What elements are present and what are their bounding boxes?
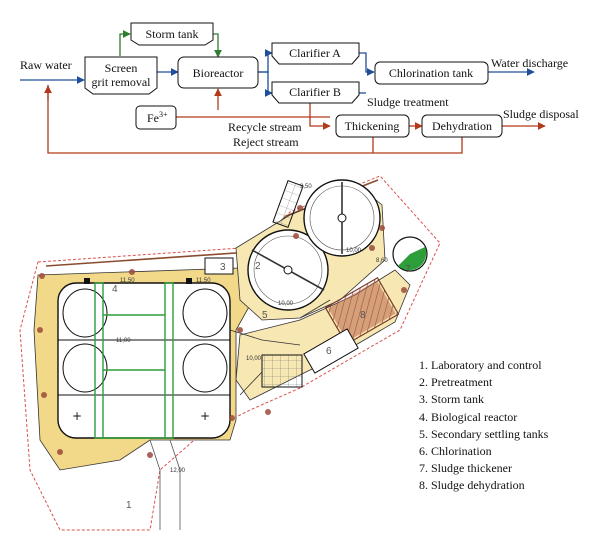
legend-item: 6. Chlorination <box>419 444 492 459</box>
elevation-label: 12,00 <box>170 468 186 474</box>
chlorination-tank-label: Chlorination tank <box>389 66 473 80</box>
legend-item: 7. Sludge thickener <box>419 461 512 476</box>
plan-number: 2 <box>255 261 261 272</box>
storm-flow-lines <box>119 30 222 58</box>
bioreactor-box <box>177 56 259 89</box>
main-flow-lines <box>20 49 535 100</box>
water-discharge-label: Water discharge <box>491 56 568 70</box>
laboratory-building <box>261 354 303 388</box>
dehydration-label: Dehydration <box>432 119 492 133</box>
elevation-label: 10,00 <box>246 356 262 362</box>
screen-grit-box <box>84 56 158 95</box>
clarifier-b-box <box>271 81 360 104</box>
dehydration-box <box>421 114 503 138</box>
secondary-settling-tanks <box>247 179 381 311</box>
grit-removal-label: grit removal <box>92 75 152 89</box>
elevation-label: 10,00 <box>278 301 294 307</box>
clarifier-b-label: Clarifier B <box>289 85 341 99</box>
bioreactor-label: Bioreactor <box>193 66 244 80</box>
svg-text:+: + <box>200 409 210 423</box>
legend-item: 8. Sludge dehydration <box>419 478 525 493</box>
storm-tank-box <box>130 22 214 46</box>
plan-number: 6 <box>326 346 332 357</box>
elevation-label: 11,50 <box>120 278 135 284</box>
roof-infill <box>328 280 396 342</box>
flow-diagram: Raw water Screen grit removal Storm tank… <box>20 22 579 154</box>
thickening-box <box>335 114 410 138</box>
fe-label: Fe3+ <box>147 110 168 125</box>
raw-water-label: Raw water <box>20 58 72 72</box>
elevation-label: 9,50 <box>300 184 312 190</box>
legend-item: 1. Laboratory and control <box>419 358 542 372</box>
recycle-stream-label: Recycle stream <box>228 120 302 134</box>
legend-item: 2. Pretreatment <box>419 375 493 390</box>
screen-label: Screen <box>105 61 138 75</box>
sludge-flow-lines <box>44 85 546 154</box>
elevation-label: 11,00 <box>116 338 131 344</box>
plan-number: 7 <box>405 264 411 275</box>
reject-stream-label: Reject stream <box>233 135 299 149</box>
sludge-disposal-label: Sludge disposal <box>503 107 579 121</box>
plan-number: 3 <box>220 262 226 273</box>
plan-numbers: 1 2 3 4 5 6 7 8 <box>112 261 411 511</box>
sludge-thickener-fill <box>398 247 427 271</box>
interconnect-pipes <box>229 299 331 396</box>
plan-number: 5 <box>262 310 268 321</box>
trees <box>37 205 407 458</box>
clarifier-a-box <box>271 42 360 65</box>
legend: 1. Laboratory and control 2. Pretreatmen… <box>419 357 599 495</box>
fe-box <box>135 105 177 130</box>
plan-number: 4 <box>112 284 118 295</box>
sludge-treatment-label: Sludge treatment <box>367 95 449 109</box>
elevation-label: 8,60 <box>376 258 388 264</box>
plan-number: 8 <box>360 310 366 321</box>
thickening-label: Thickening <box>345 119 400 133</box>
site-plan: + + 1 2 <box>19 175 441 531</box>
elevation-label: 11,50 <box>196 278 211 284</box>
chlorination-unit <box>303 328 359 374</box>
legend-item: 4. Biological reactor <box>419 409 518 424</box>
elevation-label: 10,00 <box>346 248 362 254</box>
biological-reactor: + + <box>57 278 231 439</box>
chlorination-tank-box <box>374 61 489 85</box>
storm-tank-structure <box>204 257 234 275</box>
south-road <box>149 439 181 530</box>
clarifier-a-label: Clarifier A <box>289 46 341 60</box>
svg-text:+: + <box>72 409 82 423</box>
plan-elevations: 11,50 11,50 10,00 10,00 12,00 11,00 10,0… <box>116 184 388 474</box>
storm-tank-label: Storm tank <box>146 27 199 41</box>
plan-number: 1 <box>126 500 132 511</box>
legend-item: 3. Storm tank <box>419 392 484 407</box>
pretreatment-channel <box>272 179 304 229</box>
legend-item: 5. Secondary settling tanks <box>419 426 549 441</box>
